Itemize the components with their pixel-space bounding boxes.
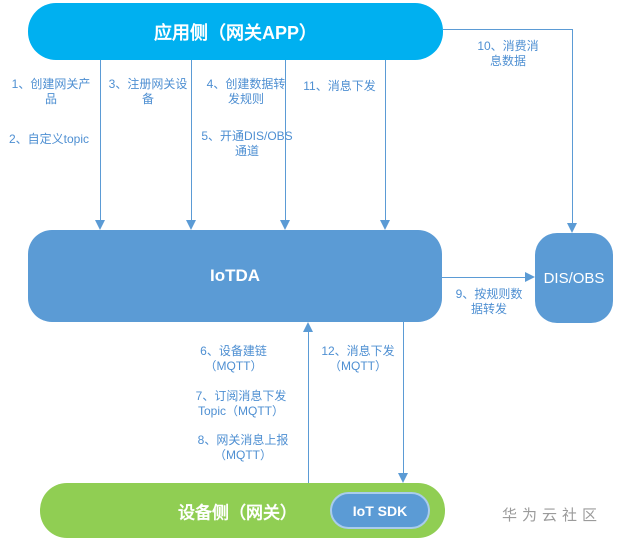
edge-app-to-iotda-2-arrowhead-icon bbox=[186, 220, 196, 230]
edge-label-11-message-delivery: 11、消息下发 bbox=[303, 79, 376, 93]
edge-app-to-iotda-4-arrowhead-icon bbox=[380, 220, 390, 230]
huawei-cloud-community-watermark: 华为云社区 bbox=[502, 507, 603, 524]
edge-device-to-iotda-line bbox=[308, 332, 309, 483]
edge-app-to-iotda-3-arrowhead-icon bbox=[280, 220, 290, 230]
edge-app-to-iotda-1-arrowhead-icon bbox=[95, 220, 105, 230]
iot-sdk-badge: IoT SDK bbox=[330, 492, 430, 529]
edge-iotda-to-disobs-line bbox=[442, 277, 525, 278]
node-dis-obs: DIS/OBS bbox=[535, 233, 613, 323]
edge-label-7-subscribe-topic-mqtt: 7、订阅消息下发 Topic（MQTT） bbox=[195, 389, 287, 418]
edge-app-to-disobs-arrowhead-icon bbox=[567, 223, 577, 233]
edge-app-to-disobs-vline bbox=[572, 29, 573, 223]
edge-label-2-custom-topic: 2、自定义topic bbox=[8, 132, 90, 146]
edge-app-to-iotda-3-line bbox=[285, 60, 286, 221]
edge-iotda-to-disobs-arrowhead-icon bbox=[525, 272, 535, 282]
edge-label-10-consume-message-data: 10、消费消 息数据 bbox=[477, 39, 539, 68]
node-iotda-label: IoTDA bbox=[209, 266, 261, 285]
edge-label-5-enable-dis-obs-channel: 5、开通DIS/OBS 通道 bbox=[201, 129, 293, 158]
edge-app-to-iotda-1-line bbox=[100, 60, 101, 221]
node-iotda: IoTDA bbox=[28, 230, 442, 322]
edge-iotda-to-device-arrowhead-icon bbox=[398, 473, 408, 483]
iot-sdk-badge-label: IoT SDK bbox=[352, 502, 408, 519]
node-device-side-label: 设备侧（网关） bbox=[178, 503, 297, 522]
edge-label-1-create-gateway-product: 1、创建网关产 品 bbox=[11, 77, 91, 106]
node-application-side-label: 应用侧（网关APP） bbox=[153, 22, 317, 43]
edge-device-to-iotda-arrowhead-icon bbox=[303, 322, 313, 332]
edge-label-4-create-forwarding-rule: 4、创建数据转 发规则 bbox=[206, 77, 286, 106]
node-application-side: 应用侧（网关APP） bbox=[28, 3, 443, 60]
edge-label-8-gateway-message-report: 8、网关消息上报 （MQTT） bbox=[197, 433, 289, 462]
edge-app-to-iotda-4-line bbox=[385, 60, 386, 221]
node-dis-obs-label: DIS/OBS bbox=[543, 269, 605, 287]
edge-label-6-device-connect-mqtt: 6、设备建链 （MQTT） bbox=[200, 344, 267, 373]
edge-app-to-iotda-2-line bbox=[191, 60, 192, 221]
edge-label-12-message-delivery-mqtt: 12、消息下发 （MQTT） bbox=[321, 344, 395, 373]
node-device-side: 设备侧（网关） IoT SDK bbox=[40, 483, 445, 538]
edge-app-to-disobs-hline bbox=[443, 29, 573, 30]
edge-label-3-register-gateway-device: 3、注册网关设 备 bbox=[108, 77, 188, 106]
edge-label-9-rule-data-forwarding: 9、按规则数 据转发 bbox=[455, 287, 523, 316]
edge-iotda-to-device-line bbox=[403, 322, 404, 473]
